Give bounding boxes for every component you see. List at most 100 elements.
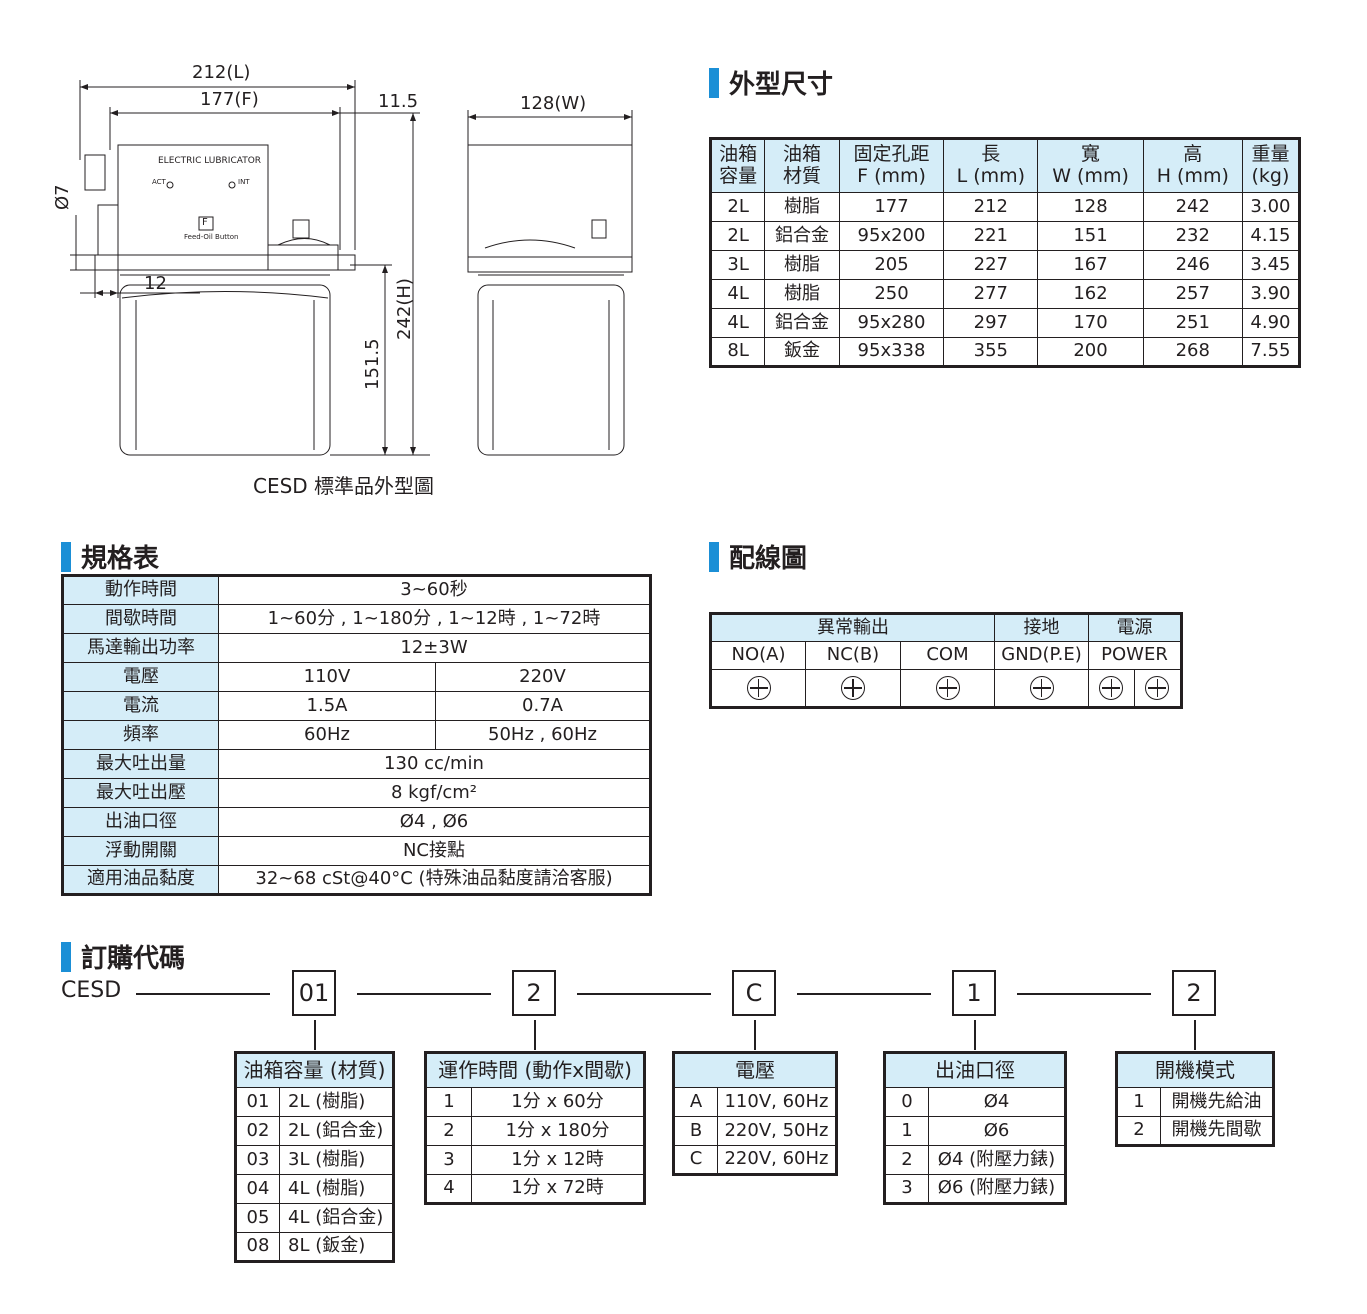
startup-header: 開機模式 — [1116, 1052, 1274, 1088]
table-cell: Ø4 — [928, 1087, 1066, 1117]
wiring-group-row: 異常輸出 接地 電源 — [710, 613, 1182, 642]
table-cell: 08 — [235, 1232, 280, 1262]
table-cell: 3.45 — [1241, 250, 1301, 280]
dim-height: 242(H) — [394, 278, 415, 340]
header-text: 重量 — [1251, 143, 1290, 166]
table-cell: 4L — [709, 279, 766, 309]
table-cell: 162 — [1037, 279, 1144, 309]
table-cell: 01 — [235, 1087, 280, 1117]
table-cell: 鈑金 — [764, 337, 840, 367]
table-cell: 130 cc/min — [218, 749, 651, 779]
header-capacity: 油箱容量 — [709, 138, 766, 193]
dim-offset: 11.5 — [378, 91, 419, 112]
table-cell — [1133, 669, 1183, 708]
table-cell: 鋁合金 — [764, 221, 840, 251]
voltage-header: 電壓 — [673, 1052, 837, 1088]
connector-line — [357, 993, 491, 995]
table-cell: 1~60分 , 1~180分 , 1~12時 , 1~72時 — [218, 604, 651, 634]
table-cell: 200 — [1037, 337, 1144, 367]
table-cell: 最大吐出量 — [62, 749, 219, 779]
table-cell: 出油口徑 — [62, 807, 219, 837]
header-text: 油箱 — [783, 143, 822, 166]
code-capacity: 01 — [292, 970, 336, 1016]
table-cell: 馬達輸出功率 — [62, 633, 219, 663]
header-text: 外型尺寸 — [729, 70, 834, 100]
wiring-terminal-row: NO(A) NC(B) COM GND(P.E) POWER — [710, 641, 1182, 670]
connector-line — [136, 993, 270, 995]
table-cell: 7.55 — [1241, 337, 1301, 367]
header-weight: 重量(kg) — [1241, 138, 1301, 193]
table-cell: 2L (樹脂) — [279, 1087, 394, 1117]
table-cell: 177 — [838, 192, 945, 222]
table-cell: 3.00 — [1241, 192, 1301, 222]
table-cell: 頻率 — [62, 720, 219, 750]
header-text: 長 — [981, 143, 1001, 166]
table-cell: 1分 x 12時 — [471, 1145, 645, 1175]
table-cell — [994, 669, 1089, 708]
table-cell: 95x338 — [838, 337, 945, 367]
table-cell: 220V — [435, 662, 651, 692]
order-prefix: CESD — [61, 978, 122, 1003]
table-cell: B — [673, 1116, 718, 1146]
table-cell: 1.5A — [218, 691, 436, 721]
header-text: 固定孔距 — [853, 143, 930, 166]
connector-line — [577, 993, 711, 995]
table-cell: 251 — [1142, 308, 1243, 338]
table-cell: 樹脂 — [764, 279, 840, 309]
title-bar — [61, 541, 71, 572]
header-text: W (mm) — [1052, 165, 1129, 187]
table-cell: NO(A) — [710, 641, 806, 670]
table-cell: 接地 — [994, 613, 1089, 642]
table-cell: 間歇時間 — [62, 604, 219, 634]
table-cell: 232 — [1142, 221, 1243, 251]
table-cell: 樹脂 — [764, 250, 840, 280]
table-cell: 95x200 — [838, 221, 945, 251]
run-time-header: 運作時間 (動作x間歇) — [425, 1052, 645, 1088]
terminal-no-icon — [746, 676, 771, 700]
table-cell: 167 — [1037, 250, 1144, 280]
table-cell: 4L (樹脂) — [279, 1174, 394, 1204]
table-cell: 鋁合金 — [764, 308, 840, 338]
table-cell: 0.7A — [435, 691, 651, 721]
wiring-table: 異常輸出 接地 電源 NO(A) NC(B) COM GND(P.E) POWE… — [709, 612, 1183, 709]
table-cell: A — [673, 1087, 718, 1117]
table-cell: 151 — [1037, 221, 1144, 251]
table-cell: NC接點 — [218, 836, 651, 866]
table-cell: 1 — [425, 1087, 472, 1117]
table-cell: 205 — [838, 250, 945, 280]
table-cell: 212 — [943, 192, 1039, 222]
title-bar — [709, 67, 719, 98]
table-cell: 60Hz — [218, 720, 436, 750]
wiring-symbol-row — [710, 669, 1183, 708]
table-cell: 2L (鋁合金) — [279, 1116, 394, 1146]
connector-vline — [754, 1020, 756, 1050]
table-cell: 95x280 — [838, 308, 945, 338]
terminal-power-icon — [1145, 676, 1170, 700]
table-cell: C — [673, 1145, 718, 1175]
table-cell: 浮動開關 — [62, 836, 219, 866]
int-label: INT — [238, 178, 250, 186]
table-cell: 1分 x 72時 — [471, 1174, 645, 1204]
table-cell: NC(B) — [805, 641, 901, 670]
table-cell: 05 — [235, 1203, 280, 1233]
table-cell: 動作時間 — [62, 575, 219, 605]
header-text: 材質 — [783, 165, 822, 187]
